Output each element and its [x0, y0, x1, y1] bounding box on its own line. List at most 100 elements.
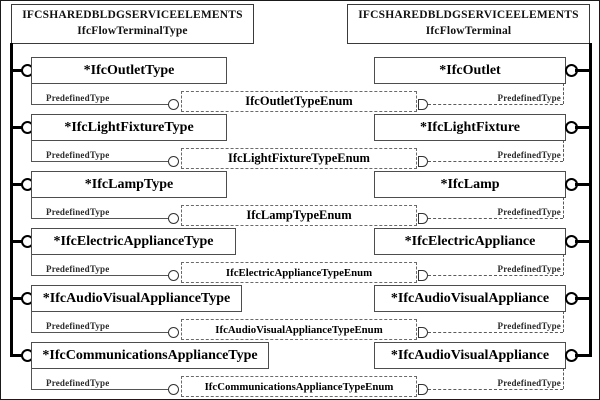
diagram-row-lightfixture: *IfcLightFixtureType PredefinedType IfcL… — [1, 114, 599, 171]
enum-d-connector — [418, 99, 428, 110]
instance-entity-box: *IfcLamp — [374, 171, 566, 198]
enum-label: IfcElectricApplianceTypeEnum — [225, 266, 373, 279]
right-attribute-label: PredefinedType — [497, 378, 561, 388]
schema-header-flowterminaltype: IFCSHAREDBLDGSERVICEELEMENTS IfcFlowTerm… — [11, 4, 254, 44]
schema-entity: IfcFlowTerminalType — [77, 25, 188, 37]
right-rail-stub — [575, 183, 590, 186]
diagram-row-electricappliance: *IfcElectricApplianceType PredefinedType… — [1, 228, 599, 285]
right-attribute-dashed-line — [563, 197, 564, 218]
right-attribute-dashed-line — [563, 311, 564, 332]
left-attribute-line — [31, 161, 168, 162]
left-attribute-label: PredefinedType — [46, 150, 110, 160]
left-rail-stub — [11, 240, 23, 243]
right-attribute-dashed-line — [428, 332, 563, 333]
right-rail-stub — [575, 69, 590, 72]
left-attribute-label: PredefinedType — [46, 264, 110, 274]
left-attribute-line — [31, 218, 168, 219]
instance-entity-box: *IfcElectricAppliance — [374, 228, 566, 255]
enum-label: IfcLightFixtureTypeEnum — [228, 151, 370, 165]
left-rail-stub — [11, 183, 23, 186]
schema-name: IFCSHAREDBLDGSERVICEELEMENTS — [22, 9, 243, 22]
diagram-row-communicationsappliance: *IfcCommunicationsApplianceType Predefin… — [1, 342, 599, 399]
left-rail-stub — [11, 297, 23, 300]
instance-entity-box: *IfcAudioVisualAppliance — [374, 342, 566, 369]
type-entity-label: *IfcLightFixtureType — [64, 119, 194, 135]
attribute-circle-connector — [168, 384, 179, 395]
type-entity-box: *IfcAudioVisualApplianceType — [31, 285, 242, 312]
left-attribute-line — [31, 140, 32, 161]
type-entity-label: *IfcAudioVisualApplianceType — [42, 290, 231, 306]
left-attribute-line — [31, 389, 168, 390]
schema-header-flowterminal: IFCSHAREDBLDGSERVICEELEMENTS IfcFlowTerm… — [347, 4, 590, 44]
left-attribute-line — [31, 332, 168, 333]
right-attribute-label: PredefinedType — [497, 93, 561, 103]
right-attribute-label: PredefinedType — [497, 264, 561, 274]
right-supertype-rail — [589, 43, 592, 357]
enum-d-connector — [418, 327, 428, 338]
schema-entity: IfcFlowTerminal — [425, 25, 512, 37]
right-attribute-dashed-line — [428, 389, 563, 390]
enum-box: IfcLampTypeEnum — [181, 205, 417, 226]
right-rail-stub — [575, 126, 590, 129]
left-attribute-line — [31, 311, 32, 332]
left-rail-stub — [11, 126, 23, 129]
left-attribute-label: PredefinedType — [46, 207, 110, 217]
instance-entity-box: *IfcOutlet — [374, 57, 566, 84]
left-attribute-label: PredefinedType — [46, 321, 110, 331]
type-entity-box: *IfcLightFixtureType — [31, 114, 227, 141]
right-rail-stub — [575, 240, 590, 243]
instance-entity-label: *IfcLamp — [440, 176, 500, 192]
right-attribute-dashed-line — [563, 140, 564, 161]
enum-d-connector — [418, 384, 428, 395]
right-attribute-dashed-line — [563, 254, 564, 275]
left-attribute-line — [31, 254, 32, 275]
type-entity-label: *IfcElectricApplianceType — [53, 233, 214, 249]
left-rail-stub — [11, 354, 23, 357]
enum-label: IfcLampTypeEnum — [246, 208, 352, 222]
instance-entity-box: *IfcAudioVisualAppliance — [374, 285, 566, 312]
enum-d-connector — [418, 270, 428, 281]
instance-entity-label: *IfcAudioVisualAppliance — [390, 347, 550, 363]
attribute-circle-connector — [168, 99, 179, 110]
enum-d-connector — [418, 213, 428, 224]
enum-label: IfcOutletTypeEnum — [245, 94, 353, 108]
right-rail-stub — [575, 297, 590, 300]
right-attribute-label: PredefinedType — [497, 321, 561, 331]
left-attribute-line — [31, 83, 32, 104]
type-entity-label: *IfcOutletType — [83, 62, 175, 78]
right-attribute-label: PredefinedType — [497, 207, 561, 217]
instance-entity-box: *IfcLightFixture — [374, 114, 566, 141]
enum-box: IfcElectricApplianceTypeEnum — [181, 262, 417, 283]
enum-label: IfcAudioVisualApplianceTypeEnum — [215, 323, 383, 336]
right-attribute-label: PredefinedType — [497, 150, 561, 160]
right-attribute-dashed-line — [428, 104, 563, 105]
left-supertype-rail — [10, 43, 13, 357]
left-rail-stub — [11, 69, 23, 72]
left-attribute-line — [31, 368, 32, 389]
type-entity-box: *IfcCommunicationsApplianceType — [31, 342, 269, 369]
left-attribute-line — [31, 275, 168, 276]
diagram-row-outlet: *IfcOutletType PredefinedType IfcOutletT… — [1, 57, 599, 114]
type-entity-label: *IfcCommunicationsApplianceType — [42, 347, 258, 363]
schema-name: IFCSHAREDBLDGSERVICEELEMENTS — [358, 9, 579, 22]
right-attribute-dashed-line — [563, 83, 564, 104]
instance-entity-label: *IfcElectricAppliance — [404, 233, 536, 249]
attribute-circle-connector — [168, 327, 179, 338]
enum-label: IfcCommunicationsApplianceTypeEnum — [204, 380, 394, 393]
right-attribute-dashed-line — [563, 368, 564, 389]
enum-d-connector — [418, 156, 428, 167]
left-attribute-line — [31, 104, 168, 105]
type-entity-box: *IfcLampType — [31, 171, 227, 198]
diagram-row-lamp: *IfcLampType PredefinedType IfcLampTypeE… — [1, 171, 599, 228]
diagram-row-audiovisualappliance: *IfcAudioVisualApplianceType PredefinedT… — [1, 285, 599, 342]
type-entity-label: *IfcLampType — [84, 176, 174, 192]
left-attribute-label: PredefinedType — [46, 378, 110, 388]
enum-box: IfcCommunicationsApplianceTypeEnum — [181, 376, 417, 397]
enum-box: IfcOutletTypeEnum — [181, 91, 417, 112]
type-entity-box: *IfcElectricApplianceType — [31, 228, 236, 255]
instance-entity-label: *IfcOutlet — [439, 62, 501, 78]
right-rail-stub — [575, 354, 590, 357]
right-attribute-dashed-line — [428, 218, 563, 219]
enum-box: IfcLightFixtureTypeEnum — [181, 148, 417, 169]
